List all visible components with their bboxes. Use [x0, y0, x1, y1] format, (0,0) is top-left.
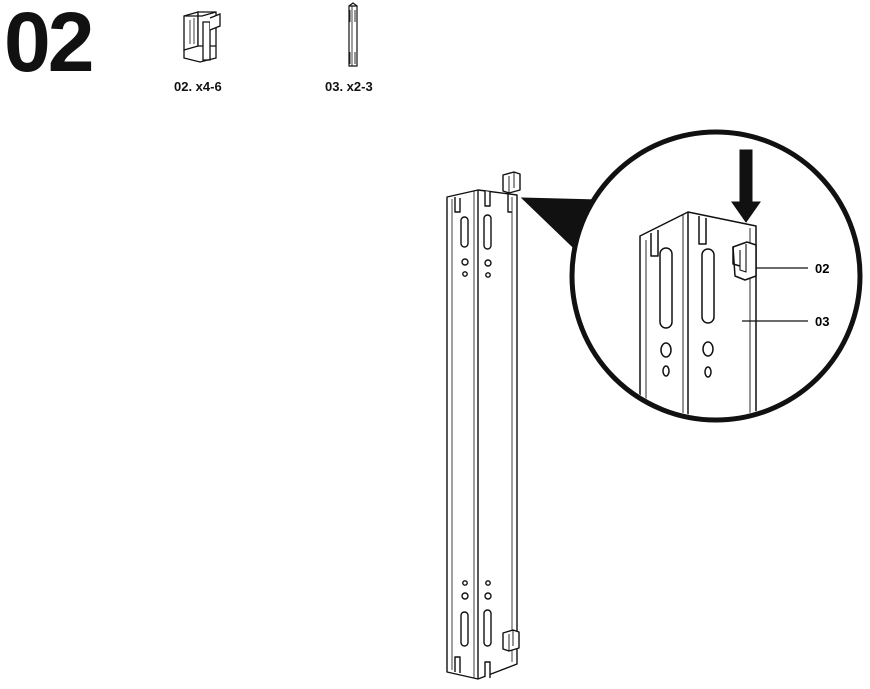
arrow-down-icon	[731, 149, 761, 223]
part-label-clip: 02. x4-6	[174, 79, 222, 94]
step-number: 02	[4, 0, 94, 89]
part-label-rail: 03. x2-3	[325, 79, 373, 94]
rail-icon	[348, 2, 358, 67]
detail-magnifier	[569, 129, 863, 423]
callout-label-02: 02	[815, 261, 829, 276]
callout-label-03: 03	[815, 314, 829, 329]
rail-assembly	[446, 171, 521, 680]
clip-icon	[183, 11, 221, 63]
